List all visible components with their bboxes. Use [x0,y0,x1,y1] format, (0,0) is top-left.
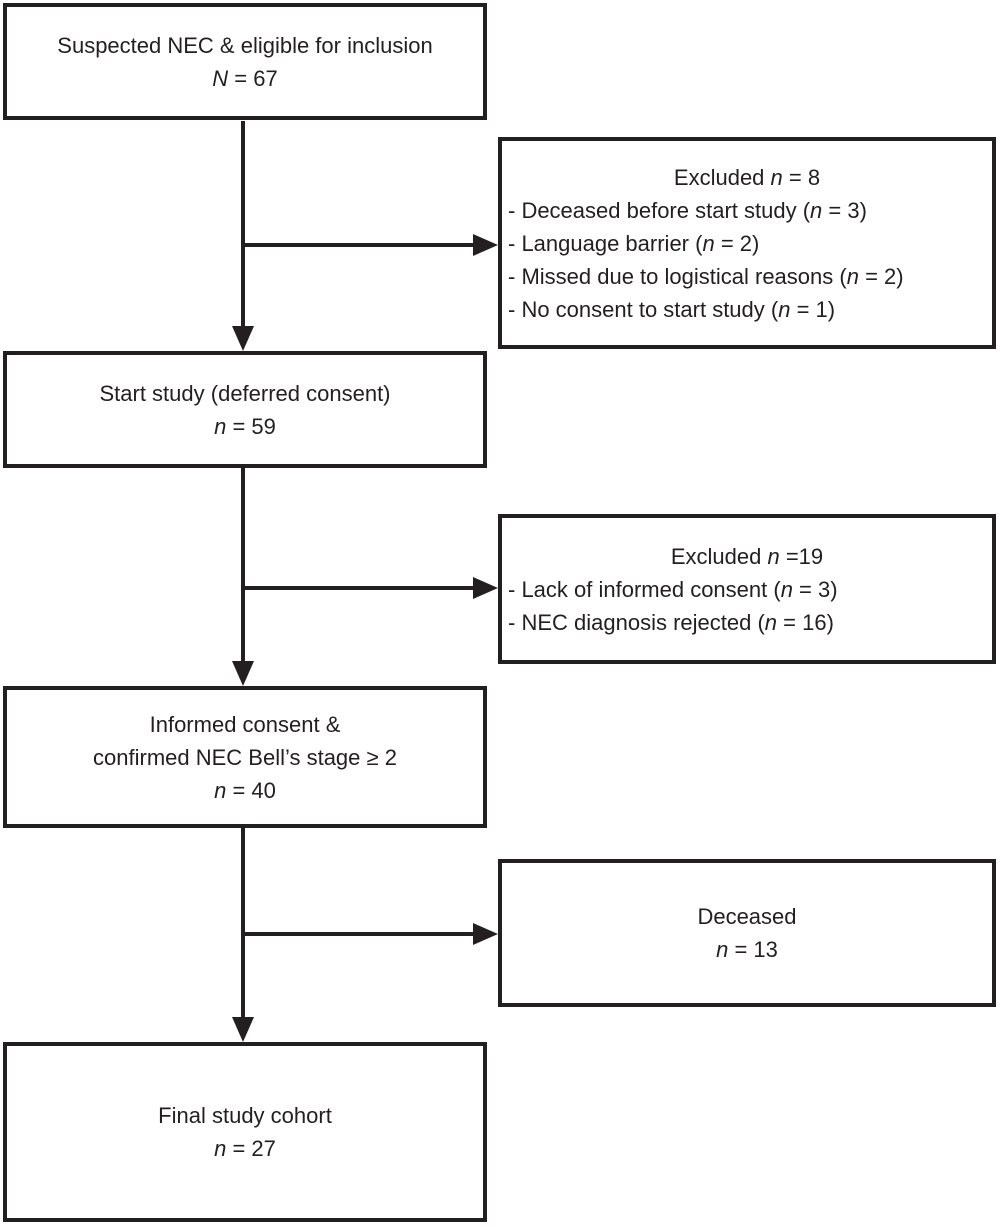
n-symbol: n [770,164,783,190]
node-title: Final study cohort [158,1103,332,1128]
connector-start-to-informed [241,468,245,663]
n-symbol: n [846,263,859,289]
node-start-study: Start study (deferred consent) n = 59 [3,351,487,468]
item-text: - NEC diagnosis rejected ( [508,609,765,635]
arrowhead-right-icon [473,923,498,945]
n-value: = 67 [228,65,278,91]
connector-informed-to-final [241,828,245,1019]
node-count: n = 59 [214,410,276,443]
n-symbol: n [780,576,793,602]
n-symbol: n [702,230,715,256]
exclusion-list: - Deceased before start study (n = 3) - … [502,194,992,326]
list-item: - Language barrier (n = 2) [508,227,992,260]
n-value: = 27 [226,1136,276,1161]
list-item: - Deceased before start study (n = 3) [508,194,992,227]
node-title-line2: confirmed NEC Bell’s stage ≥ 2 [93,744,397,770]
node-deceased: Deceased n = 13 [498,859,996,1007]
n-value: = 13 [728,937,778,962]
list-item: - Lack of informed consent (n = 3) [508,573,992,606]
node-count: n = 40 [214,774,276,807]
title-text: Excluded [670,543,768,569]
n-symbol: n [764,609,778,635]
item-text: - Deceased before start study ( [508,197,811,223]
connector-suspected-to-start [241,121,245,328]
node-count: N = 67 [212,62,277,95]
n-value: = 40 [226,777,276,803]
node-title-line1: Informed consent & [149,711,341,737]
node-title: Start study (deferred consent) [99,380,391,406]
node-final-cohort: Final study cohort n = 27 [3,1042,487,1222]
n-value: = 2) [858,263,904,289]
title-text: Excluded [673,164,771,190]
n-value: = 59 [226,413,276,439]
item-text: - Language barrier ( [508,230,703,256]
connector-branch-deceased [241,932,474,936]
connector-branch-excluded2 [241,586,474,590]
n-value: = 1) [790,296,836,322]
item-text: - No consent to start study ( [508,296,779,322]
n-symbol: n [767,543,780,569]
n-symbol: N [212,65,229,91]
node-suspected-nec: Suspected NEC & eligible for inclusion N… [3,3,487,120]
item-text: - Missed due to logistical reasons ( [508,263,847,289]
node-count: n = 13 [716,933,778,966]
n-value: =19 [779,543,824,569]
n-value: = 2) [714,230,760,256]
arrowhead-right-icon [473,234,498,256]
list-item: - NEC diagnosis rejected (n = 16) [508,606,992,639]
node-title: Deceased [697,904,797,929]
exclusion-title: Excluded n =19 [502,540,992,573]
arrowhead-right-icon [473,577,498,599]
arrowhead-down-icon [232,326,254,351]
exclusion-title: Excluded n = 8 [502,161,992,194]
arrowhead-down-icon [232,661,254,686]
n-symbol: n [214,413,227,439]
arrowhead-down-icon [232,1017,254,1042]
n-value: = 3) [822,197,867,223]
n-symbol: n [716,937,729,962]
item-text: - Lack of informed consent ( [508,576,781,602]
n-symbol: n [778,296,791,322]
n-value: = 8 [782,164,821,190]
n-symbol: n [214,777,227,803]
n-symbol: n [214,1136,227,1161]
list-item: - No consent to start study (n = 1) [508,293,992,326]
n-value: = 3) [792,576,838,602]
connector-branch-excluded1 [241,243,474,247]
node-excluded-2: Excluded n =19 - Lack of informed consen… [498,514,996,664]
node-title: Suspected NEC & eligible for inclusion [57,32,433,58]
node-excluded-1: Excluded n = 8 - Deceased before start s… [498,137,996,349]
exclusion-list: - Lack of informed consent (n = 3) - NEC… [502,573,992,639]
n-symbol: n [810,197,823,223]
list-item: - Missed due to logistical reasons (n = … [508,260,992,293]
node-informed-consent: Informed consent & confirmed NEC Bell’s … [3,686,487,828]
node-count: n = 27 [214,1132,276,1165]
n-value: = 16) [777,609,834,635]
